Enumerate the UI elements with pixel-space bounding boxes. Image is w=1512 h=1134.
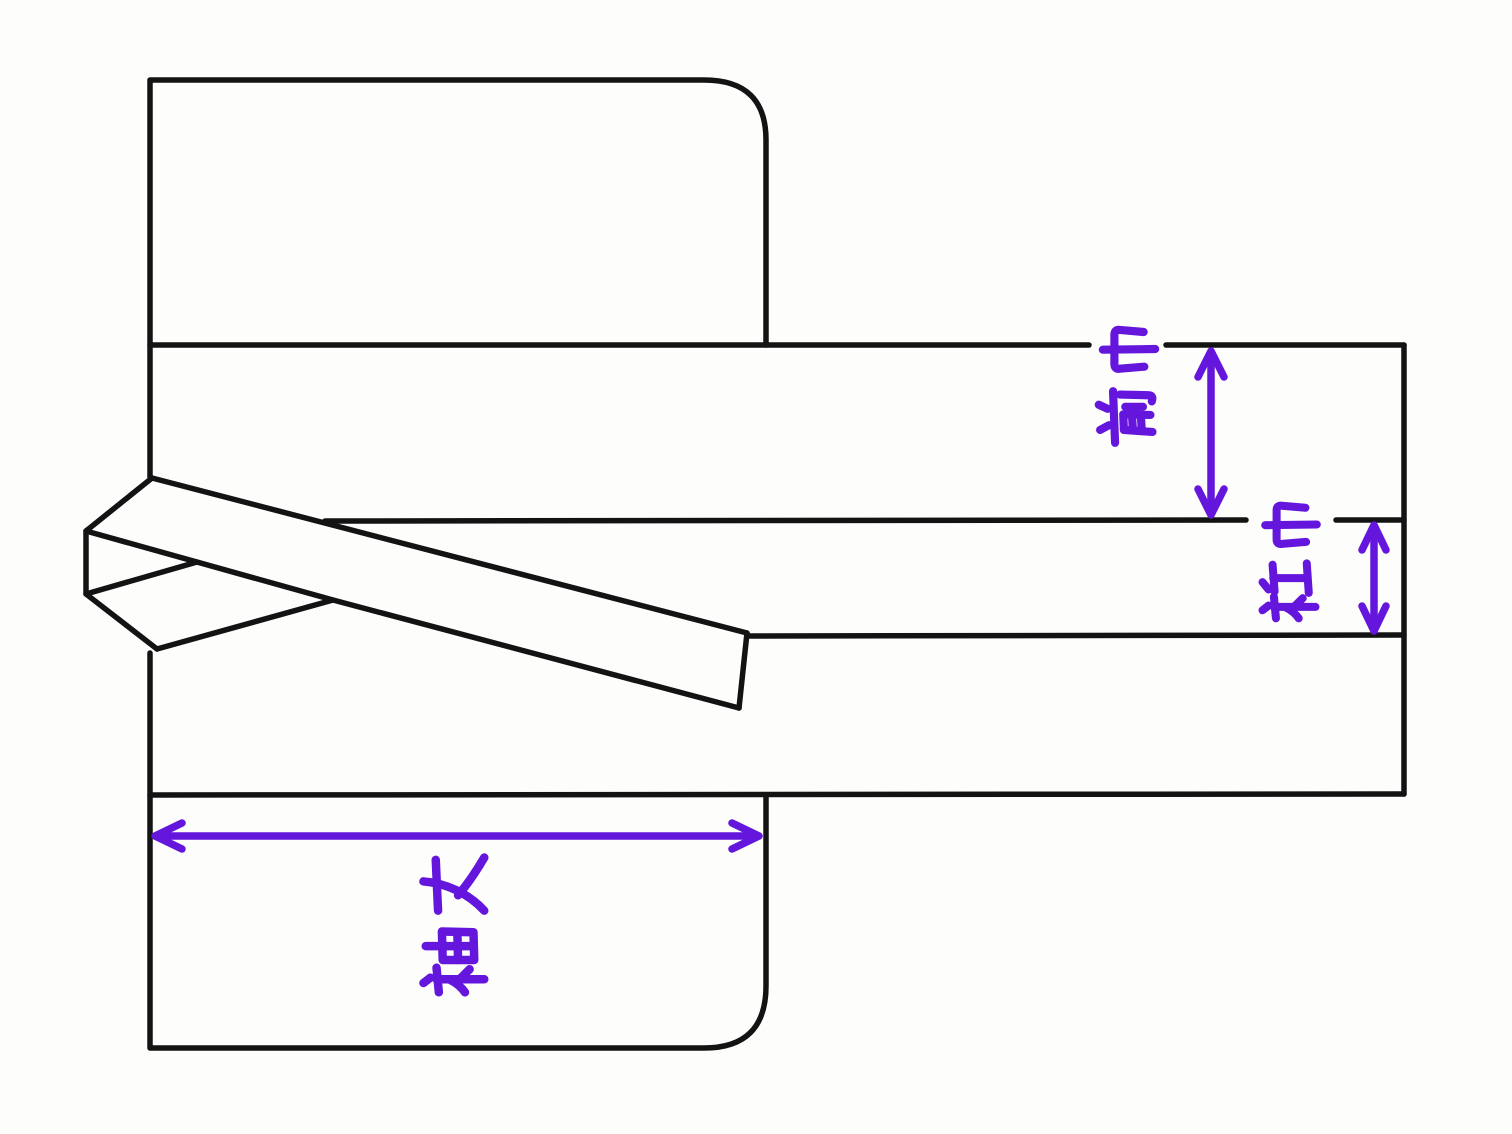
collar-cap-fold-upper xyxy=(83,559,200,597)
kanji-sode xyxy=(419,927,489,997)
collar-strip-end-cut xyxy=(736,630,750,711)
sodetake-arrow xyxy=(151,819,763,853)
sodetake-arrowhead-right xyxy=(728,819,763,853)
sleeve-outline-upper xyxy=(147,77,769,480)
okumihaba-label-glyphs xyxy=(1258,501,1321,623)
kanji-mae xyxy=(1094,387,1157,447)
okumihaba-arrowhead-down xyxy=(1358,602,1390,635)
okumihaba-arrow xyxy=(1358,521,1390,635)
collar-cap-fold-lower xyxy=(154,597,336,652)
kanji-take xyxy=(419,853,489,915)
measurement-annotations xyxy=(151,325,1390,997)
collar-strip-top-edge xyxy=(149,475,750,636)
kanji-haba-2 xyxy=(1261,501,1321,549)
kanji-okumi xyxy=(1258,559,1320,623)
maehaba-arrowhead-up xyxy=(1194,347,1228,381)
okumihaba-arrowhead-up xyxy=(1358,521,1390,554)
maehaba-arrow xyxy=(1194,347,1228,519)
okumi-bottom-line xyxy=(747,632,1407,639)
maehaba-arrowhead-down xyxy=(1194,485,1228,519)
pattern-ink-lines xyxy=(83,77,1407,1051)
sleeve-outline-lower xyxy=(147,650,769,1051)
maehaba-label-glyphs xyxy=(1094,325,1160,447)
collar-cap-outline xyxy=(83,475,160,652)
sodetake-label-glyphs xyxy=(419,853,489,997)
front-okumi-seam-line xyxy=(322,517,1407,524)
kanji-haba-1 xyxy=(1098,325,1160,373)
collar-strip-bottom-edge xyxy=(83,528,742,711)
sodetake-arrowhead-left xyxy=(151,819,186,853)
hem-line xyxy=(147,791,1407,798)
